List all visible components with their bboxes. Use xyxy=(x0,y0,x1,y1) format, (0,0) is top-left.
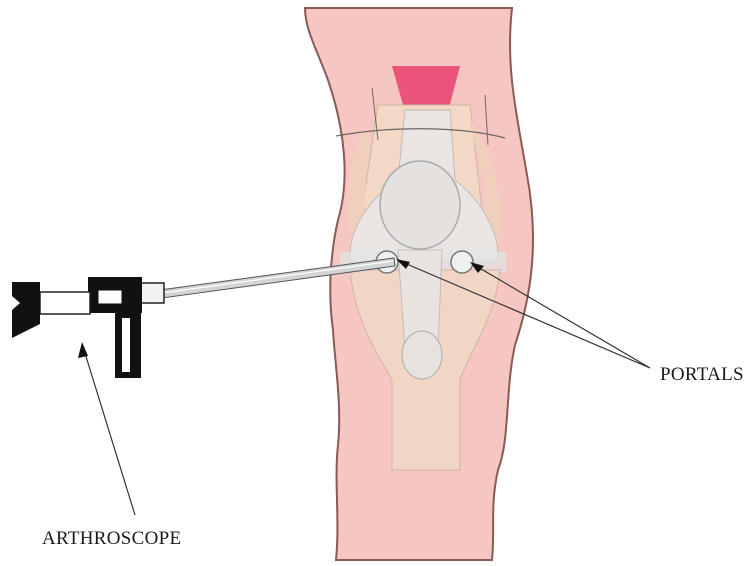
arthroscope-handle-highlight xyxy=(122,318,130,372)
patella xyxy=(380,161,460,249)
arthroscope-collar xyxy=(140,283,164,303)
portals-label: PORTALS xyxy=(660,364,744,386)
portal-lateral xyxy=(451,251,473,273)
arthroscope-eyepiece-neck xyxy=(40,292,90,314)
arrowhead-icon xyxy=(78,342,88,358)
arthroscope-housing-window xyxy=(98,290,122,304)
arthroscope-eyepiece xyxy=(12,282,40,338)
arthroscope-label: ARTHROSCOPE xyxy=(42,528,181,550)
tibial-tubercle xyxy=(402,331,442,379)
